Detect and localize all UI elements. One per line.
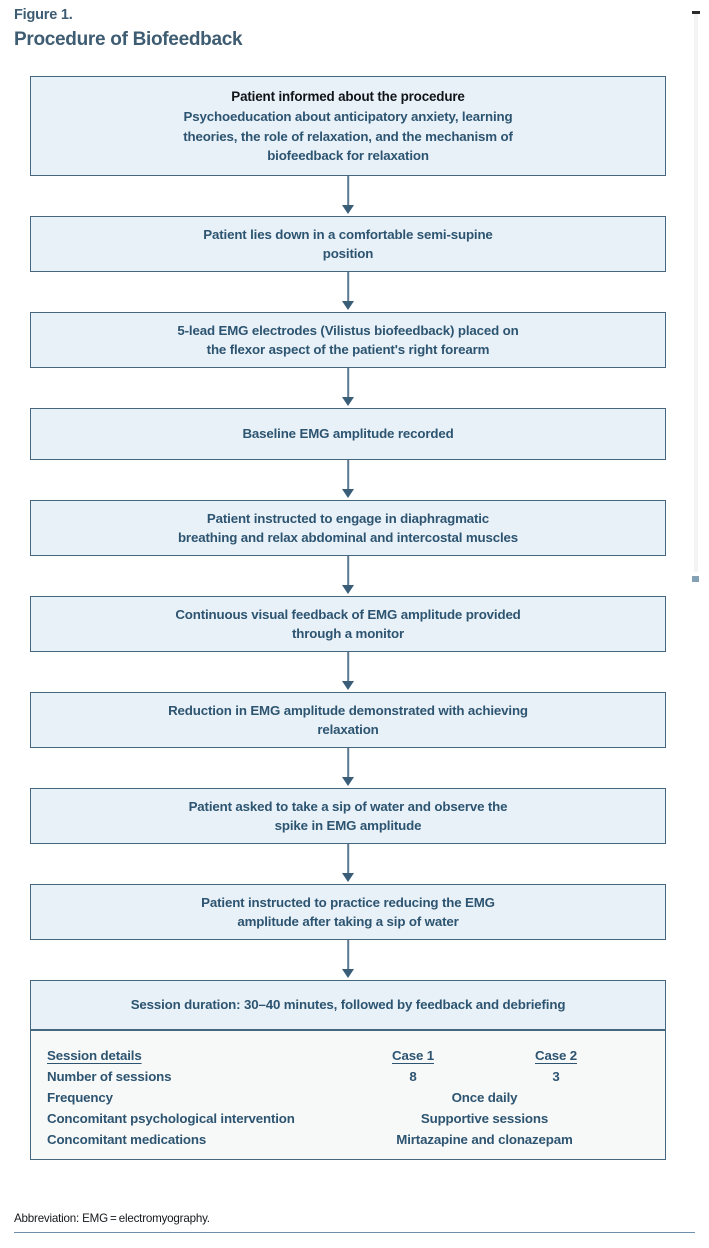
table-column-header-details: Session details [47,1048,142,1063]
flow-arrow [30,556,666,596]
flow-node-visual-feedback: Continuous visual feedback of EMG amplit… [30,596,666,652]
node-line: Psychoeducation about anticipatory anxie… [183,109,513,125]
figure-header: Figure 1. Procedure of Biofeedback [14,6,654,52]
arrow-stem [347,368,349,399]
arrow-stem [347,556,349,587]
node-line: Patient instructed to practice reducing … [201,894,495,910]
table-header-row: Session details Case 1 Case 2 [47,1045,649,1066]
arrow-head-icon [342,397,354,406]
flow-arrow [30,272,666,312]
arrow-stem [347,460,349,491]
flow-arrow [30,460,666,500]
table-row: Number of sessions 8 3 [47,1066,649,1087]
node-line: Baseline EMG amplitude recorded [242,426,454,442]
flow-arrow [30,368,666,408]
node-line: Patient lies down in a comfortable semi-… [203,226,493,242]
flow-node-electrodes: 5-lead EMG electrodes (Vilistus biofeedb… [30,312,666,368]
table-cell-case1: 8 [409,1069,417,1084]
table-row: Concomitant medications Mirtazapine and … [47,1129,649,1150]
node-line: Reduction in EMG amplitude demonstrated … [168,702,528,718]
node-line: theories, the role of relaxation, and th… [183,128,513,144]
node-line: breathing and relax abdominal and interc… [177,530,519,545]
arrow-head-icon [342,681,354,690]
arrow-head-icon [342,585,354,594]
scrollbar-marker-middle [692,576,699,582]
table-row: Frequency Once daily [47,1087,649,1108]
flow-arrow [30,652,666,692]
scrollbar-track[interactable] [694,12,698,572]
table-column-header-case2: Case 2 [535,1048,577,1063]
table-cell-spanning: Once daily [451,1090,518,1105]
arrow-head-icon [342,489,354,498]
arrow-head-icon [342,777,354,786]
flow-node-baseline: Baseline EMG amplitude recorded [30,408,666,460]
flow-node-practice-reduce: Patient instructed to practice reducing … [30,884,666,940]
node-line: Patient instructed to engage in diaphrag… [206,510,490,526]
arrow-stem [347,940,349,971]
table-cell-case2: 3 [552,1069,560,1084]
table-column-header-case1: Case 1 [392,1048,434,1063]
arrow-stem [347,652,349,683]
flow-arrow [30,844,666,884]
arrow-head-icon [342,969,354,978]
flow-node-session-duration: Session duration: 30–40 minutes, followe… [30,980,666,1030]
node-line: relaxation [317,722,379,737]
arrow-head-icon [342,205,354,214]
figure-number: Figure 1. [14,7,73,23]
flow-node-informed: Patient informed about the procedure Psy… [30,76,666,176]
table-body: Session details Case 1 Case 2 Number of … [47,1045,649,1150]
table-row-label: Number of sessions [47,1069,172,1084]
node-line: biofeedback for relaxation [267,147,429,163]
session-details-table: Session details Case 1 Case 2 Number of … [30,1030,666,1160]
flowchart: Patient informed about the procedure Psy… [30,76,666,1160]
figure-footer: Abbreviation: EMG = electromyography. [14,1211,695,1234]
node-line: position [322,246,374,261]
node-line: the flexor aspect of the patient's right… [206,342,490,357]
table-row: Concomitant psychological intervention S… [47,1108,649,1129]
flow-arrow [30,748,666,788]
arrow-head-icon [342,301,354,310]
table-cell-spanning: Mirtazapine and clonazepam [396,1132,573,1147]
node-line: spike in EMG amplitude [274,818,422,833]
flow-node-semi-supine: Patient lies down in a comfortable semi-… [30,216,666,272]
node-heading: Patient informed about the procedure [231,88,465,104]
table-cell-spanning: Supportive sessions [420,1111,549,1126]
node-line: Patient asked to take a sip of water and… [188,798,508,814]
table-row-label: Concomitant medications [47,1132,207,1147]
flow-arrow [30,940,666,980]
arrow-stem [347,176,349,207]
table-row-label: Frequency [47,1090,113,1105]
node-line: Continuous visual feedback of EMG amplit… [175,606,521,622]
node-line: through a monitor [292,626,404,641]
footer-divider [14,1232,695,1234]
arrow-stem [347,272,349,303]
flow-node-diaphragmatic: Patient instructed to engage in diaphrag… [30,500,666,556]
arrow-stem [347,748,349,779]
flow-arrow [30,176,666,216]
table-row-label: Concomitant psychological intervention [47,1111,295,1126]
flow-node-sip-water: Patient asked to take a sip of water and… [30,788,666,844]
flow-node-reduction: Reduction in EMG amplitude demonstrated … [30,692,666,748]
arrow-stem [347,844,349,875]
page-title: Procedure of Biofeedback [14,28,243,50]
arrow-head-icon [342,873,354,882]
abbreviation-note: Abbreviation: EMG = electromyography. [14,1212,210,1225]
scrollbar-marker-top [692,11,700,14]
node-line: Session duration: 30–40 minutes, followe… [130,997,566,1013]
node-line: amplitude after taking a sip of water [237,914,459,929]
node-line: 5-lead EMG electrodes (Vilistus biofeedb… [177,322,519,338]
